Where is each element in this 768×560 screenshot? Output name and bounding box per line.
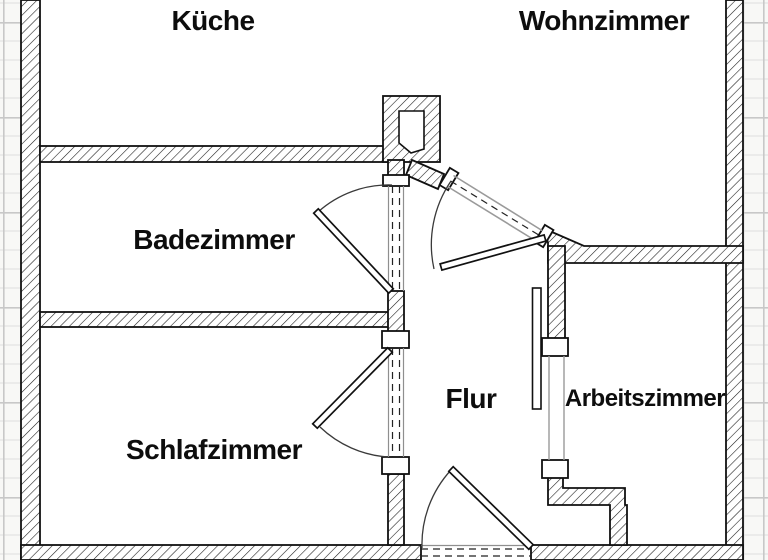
wall-arbeitszimmer-step xyxy=(547,469,628,546)
door-openings xyxy=(387,174,565,557)
room-label-flur: Flur xyxy=(446,383,497,414)
wall-kueche-south xyxy=(39,145,391,163)
walls xyxy=(20,0,744,560)
wall-center-lower xyxy=(387,473,405,546)
threshold-badezimmer-dashed xyxy=(391,186,401,291)
jamb-entry-upper xyxy=(438,166,460,192)
jamb-schlafzimmer-top xyxy=(381,330,410,349)
door-badezimmer xyxy=(312,184,395,295)
door-schlafzimmer-arc xyxy=(319,426,389,458)
wall-entry-diagonal-upper xyxy=(404,158,446,191)
doors xyxy=(311,180,547,551)
threshold-schlafzimmer-edges xyxy=(387,348,405,457)
wall-badezimmer-schlafzimmer xyxy=(39,311,390,328)
door-flur-south xyxy=(421,465,535,551)
wall-outer-bottom-right xyxy=(530,544,744,560)
wall-outer-right xyxy=(725,0,744,560)
jamb-badezimmer-top xyxy=(382,174,410,187)
threshold-entry-dashed xyxy=(450,180,540,237)
sliding-door-panel xyxy=(531,287,542,410)
wall-outer-bottom-left xyxy=(20,544,422,560)
door-flur-south-leaf xyxy=(447,465,535,551)
door-entry-leaf xyxy=(439,233,547,272)
room-label-arbeitszimmer: Arbeitszimmer xyxy=(565,385,725,412)
threshold-badezimmer-edges xyxy=(387,186,405,291)
threshold-schlafzimmer-dashed xyxy=(391,348,401,457)
wall-wohnzimmer-south xyxy=(543,227,744,264)
door-flur-south-arc xyxy=(421,469,452,549)
wall-arbeitszimmer-west-upper xyxy=(547,245,566,340)
jamb-arbeitszimmer-bottom xyxy=(541,459,569,479)
room-label-wohnzimmer: Wohnzimmer xyxy=(519,5,690,36)
door-schlafzimmer xyxy=(311,346,394,458)
door-badezimmer-leaf xyxy=(312,207,395,295)
door-entry xyxy=(430,180,547,272)
room-labels: Küche Wohnzimmer Badezimmer Schlafzimmer… xyxy=(126,5,726,465)
jamb-arbeitszimmer-top xyxy=(541,337,569,357)
room-label-kueche: Küche xyxy=(171,5,254,36)
jamb-schlafzimmer-bottom xyxy=(381,456,410,475)
chimney-flue-opening xyxy=(398,110,425,154)
sliding-door-track xyxy=(548,356,565,460)
threshold-flur-south-dashed xyxy=(421,548,531,557)
room-label-badezimmer: Badezimmer xyxy=(133,224,295,255)
door-entry-arc xyxy=(430,180,452,270)
door-badezimmer-arc xyxy=(317,184,393,213)
wall-outer-left xyxy=(20,0,41,560)
door-schlafzimmer-leaf xyxy=(311,346,394,430)
wall-center-mid-pier xyxy=(387,290,405,333)
threshold-entry-edges xyxy=(447,174,543,242)
room-label-schlafzimmer: Schlafzimmer xyxy=(126,434,303,465)
